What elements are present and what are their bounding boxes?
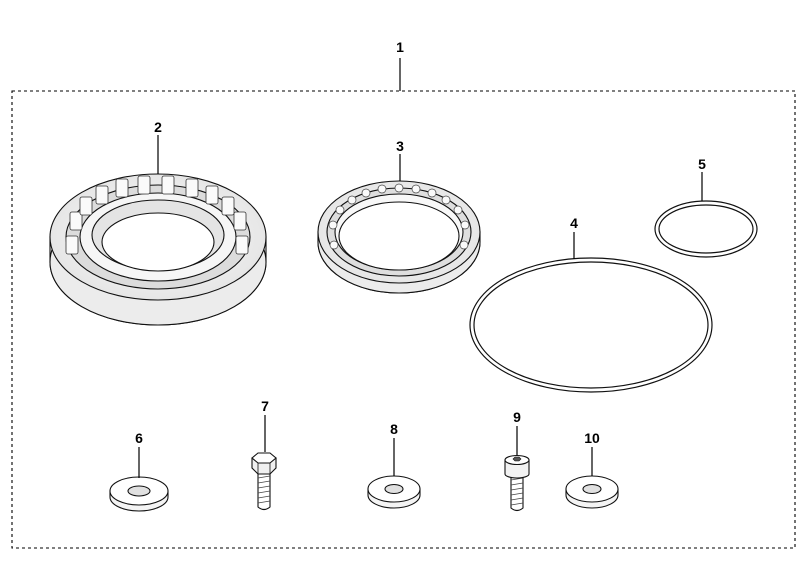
callout-10: 10: [584, 430, 600, 446]
callout-9: 9: [513, 409, 521, 425]
socket-screw-icon: [504, 454, 530, 512]
callout-3: 3: [396, 138, 404, 154]
washer-icon: [565, 475, 619, 509]
small-o-ring-icon: [654, 200, 758, 258]
callout-6: 6: [135, 430, 143, 446]
callout-7: 7: [261, 398, 269, 414]
ball-bearing-icon: [317, 180, 481, 294]
callout-8: 8: [390, 421, 398, 437]
washer-icon: [109, 476, 169, 512]
callout-4: 4: [570, 215, 578, 231]
large-o-ring-icon: [469, 257, 713, 393]
kit-boundary-box: [11, 90, 796, 549]
washer-icon: [367, 475, 421, 509]
callout-2: 2: [154, 119, 162, 135]
callout-1: 1: [396, 39, 404, 55]
roller-bearing-icon: [49, 173, 267, 326]
callout-5: 5: [698, 156, 706, 172]
hex-bolt-icon: [251, 452, 277, 511]
